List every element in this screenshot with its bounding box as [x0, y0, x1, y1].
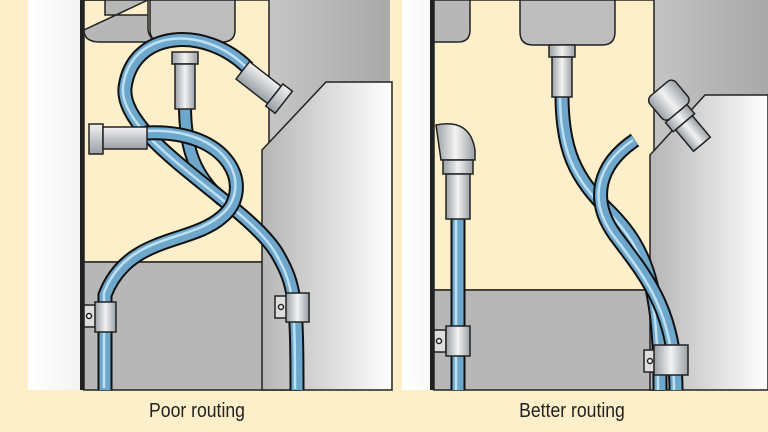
fitting-middle [174, 63, 196, 110]
fitting-angled [234, 60, 294, 115]
hoses [97, 32, 305, 391]
hose-s-bend [97, 125, 244, 390]
better-routing-panel [402, 0, 768, 391]
clamps [83, 292, 310, 333]
poor-routing-panel [28, 0, 393, 391]
poor-routing-caption: Poor routing [149, 400, 245, 422]
fittings [88, 51, 294, 155]
fitting-nut-middle [171, 51, 199, 65]
elbow-right [647, 79, 712, 153]
clamps [433, 325, 689, 376]
hoses [450, 94, 684, 391]
fitting-nut-left [88, 123, 104, 155]
better-routing-caption: Better routing [519, 400, 625, 422]
fitting-left [102, 126, 148, 150]
clamp-left [433, 325, 471, 357]
frame-line [80, 0, 84, 390]
top-block-left [433, 0, 471, 43]
frame-line [430, 0, 434, 390]
fitting-nut-left [442, 159, 474, 175]
fitting-center [551, 56, 573, 98]
top-block-left [83, 0, 163, 43]
hose-right-elbow [593, 133, 684, 391]
clamp-left [83, 301, 117, 333]
elbow-left [435, 123, 476, 161]
fitting-nut-center [548, 44, 576, 58]
hose-left-straight [450, 215, 466, 390]
fitting-left [445, 173, 471, 220]
valve-block [261, 81, 393, 391]
hose-loop [117, 32, 305, 391]
clamp-right [643, 344, 689, 376]
fittings [435, 44, 712, 220]
top-block-center [519, 0, 616, 46]
clamp-right [274, 292, 310, 323]
